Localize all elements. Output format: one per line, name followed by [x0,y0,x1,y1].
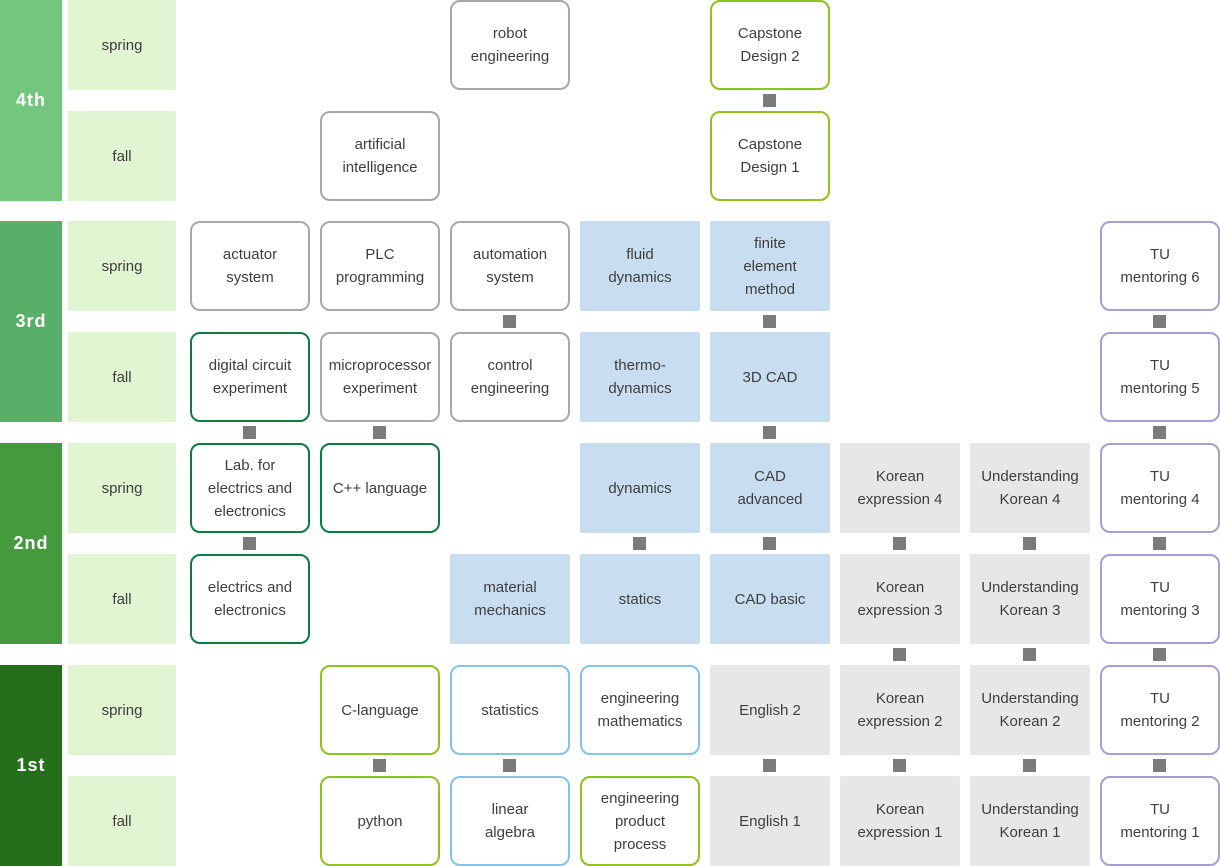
prerequisite-connector-icon [503,759,516,772]
prerequisite-connector-icon [893,648,906,661]
prerequisite-connector-icon [243,426,256,439]
semester-label: fall [68,111,176,201]
prerequisite-connector-icon [763,537,776,550]
semester-label: fall [68,554,176,644]
course-card-tu-mentoring-2[interactable]: TU mentoring 2 [1100,665,1220,755]
prerequisite-connector-icon [893,759,906,772]
course-card-dynamics[interactable]: dynamics [580,443,700,533]
course-card-engineering-mathematics[interactable]: engineering mathematics [580,665,700,755]
course-card-tu-mentoring-1[interactable]: TU mentoring 1 [1100,776,1220,866]
prerequisite-connector-icon [1153,315,1166,328]
course-card-english-2[interactable]: English 2 [710,665,830,755]
course-card-capstone-design-2[interactable]: Capstone Design 2 [710,0,830,90]
course-card-understanding-korean-2[interactable]: Understanding Korean 2 [970,665,1090,755]
prerequisite-connector-icon [763,426,776,439]
course-card-finite-element-method[interactable]: finite element method [710,221,830,311]
prerequisite-connector-icon [1153,426,1166,439]
course-card-korean-expression-1[interactable]: Korean expression 1 [840,776,960,866]
prerequisite-connector-icon [373,426,386,439]
prerequisite-connector-icon [763,94,776,107]
semester-label: fall [68,776,176,866]
course-card-cad-advanced[interactable]: CAD advanced [710,443,830,533]
prerequisite-connector-icon [1153,759,1166,772]
course-card-understanding-korean-1[interactable]: Understanding Korean 1 [970,776,1090,866]
course-card-plc-programming[interactable]: PLC programming [320,221,440,311]
year-label-2nd: 2nd [0,443,62,644]
course-card-english-1[interactable]: English 1 [710,776,830,866]
year-label-1st: 1st [0,665,62,866]
prerequisite-connector-icon [503,315,516,328]
course-card-cad-basic[interactable]: CAD basic [710,554,830,644]
semester-label: spring [68,665,176,755]
course-card-tu-mentoring-4[interactable]: TU mentoring 4 [1100,443,1220,533]
prerequisite-connector-icon [1153,537,1166,550]
course-card-automation-system[interactable]: automation system [450,221,570,311]
course-card-artificial-intelligence[interactable]: artificial intelligence [320,111,440,201]
prerequisite-connector-icon [1023,537,1036,550]
course-card-engineering-product-process[interactable]: engineering product process [580,776,700,866]
course-card-fluid-dynamics[interactable]: fluid dynamics [580,221,700,311]
semester-label: spring [68,0,176,90]
course-card-3d-cad[interactable]: 3D CAD [710,332,830,422]
course-card-understanding-korean-3[interactable]: Understanding Korean 3 [970,554,1090,644]
course-card-korean-expression-4[interactable]: Korean expression 4 [840,443,960,533]
semester-label: spring [68,221,176,311]
prerequisite-connector-icon [243,537,256,550]
semester-label: fall [68,332,176,422]
course-card-microprocessor-experiment[interactable]: microprocessor experiment [320,332,440,422]
year-label-4th: 4th [0,0,62,201]
course-card-c-language[interactable]: C++ language [320,443,440,533]
prerequisite-connector-icon [1023,648,1036,661]
course-card-korean-expression-2[interactable]: Korean expression 2 [840,665,960,755]
course-card-tu-mentoring-6[interactable]: TU mentoring 6 [1100,221,1220,311]
prerequisite-connector-icon [763,315,776,328]
prerequisite-connector-icon [1153,648,1166,661]
course-card-statics[interactable]: statics [580,554,700,644]
course-card-robot-engineering[interactable]: robot engineering [450,0,570,90]
prerequisite-connector-icon [763,759,776,772]
course-card-capstone-design-1[interactable]: Capstone Design 1 [710,111,830,201]
course-card-statistics[interactable]: statistics [450,665,570,755]
prerequisite-connector-icon [893,537,906,550]
course-card-linear-algebra[interactable]: linear algebra [450,776,570,866]
course-card-actuator-system[interactable]: actuator system [190,221,310,311]
course-card-tu-mentoring-3[interactable]: TU mentoring 3 [1100,554,1220,644]
course-card-c-language[interactable]: C-language [320,665,440,755]
course-card-korean-expression-3[interactable]: Korean expression 3 [840,554,960,644]
course-card-python[interactable]: python [320,776,440,866]
prerequisite-connector-icon [633,537,646,550]
course-card-control-engineering[interactable]: control engineering [450,332,570,422]
year-label-3rd: 3rd [0,221,62,422]
course-card-lab-for-electrics-and-electronics[interactable]: Lab. for electrics and electronics [190,443,310,533]
semester-label: spring [68,443,176,533]
course-card-material-mechanics[interactable]: material mechanics [450,554,570,644]
course-card-tu-mentoring-5[interactable]: TU mentoring 5 [1100,332,1220,422]
prerequisite-connector-icon [373,759,386,772]
course-card-thermo-dynamics[interactable]: thermo- dynamics [580,332,700,422]
course-card-digital-circuit-experiment[interactable]: digital circuit experiment [190,332,310,422]
course-card-understanding-korean-4[interactable]: Understanding Korean 4 [970,443,1090,533]
course-card-electrics-and-electronics[interactable]: electrics and electronics [190,554,310,644]
prerequisite-connector-icon [1023,759,1036,772]
